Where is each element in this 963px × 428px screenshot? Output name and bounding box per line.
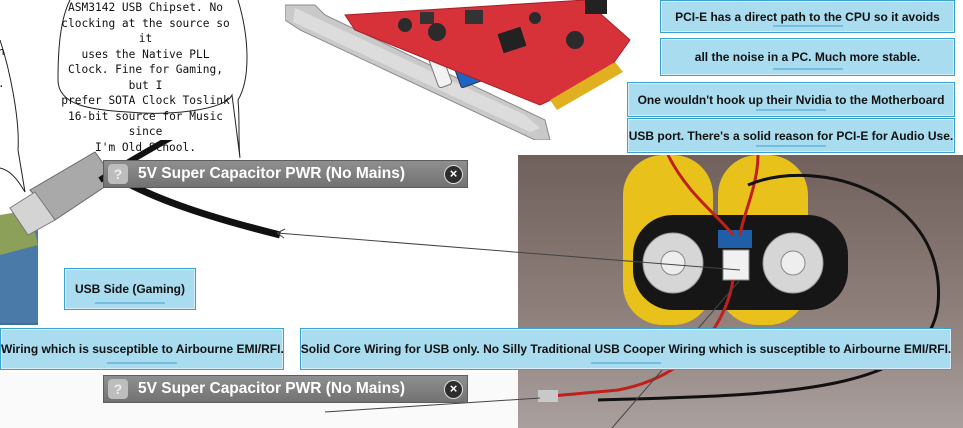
tooltip-supercap-bottom: ? 5V Super Capacitor PWR (No Mains) × bbox=[103, 375, 468, 403]
note-pcie-direct-path: PCI-E has a direct path to the CPU so it… bbox=[660, 0, 955, 33]
speech-bubble-outline bbox=[0, 0, 248, 193]
note-solid-core-wiring: Solid Core Wiring for USB only. No Silly… bbox=[300, 328, 952, 370]
bubble-left-text: n . bbox=[0, 45, 5, 90]
tooltip-label: 5V Super Capacitor PWR (No Mains) bbox=[138, 380, 405, 397]
close-icon[interactable]: × bbox=[444, 165, 463, 184]
note-noise: all the noise in a PC. Much more stable. bbox=[660, 38, 955, 76]
help-icon: ? bbox=[108, 379, 128, 399]
supercap-board-photo bbox=[518, 155, 963, 428]
note-usb-port: USB port. There's a solid reason for PCI… bbox=[627, 118, 955, 153]
tooltip-label: 5V Super Capacitor PWR (No Mains) bbox=[138, 165, 405, 182]
pcie-card-photo bbox=[285, 0, 660, 140]
help-icon: ? bbox=[108, 164, 128, 184]
note-usb-side: USB Side (Gaming) bbox=[64, 268, 196, 310]
close-icon[interactable]: × bbox=[444, 380, 463, 399]
bubble-chipset-text: ASM3142 USB Chipset. No clocking at the … bbox=[61, 1, 230, 154]
note-nvidia: One wouldn't hook up their Nvidia to the… bbox=[627, 82, 955, 117]
tooltip-supercap-top: ? 5V Super Capacitor PWR (No Mains) × bbox=[103, 160, 468, 188]
note-wiring-left: Wiring which is susceptible to Airbourne… bbox=[0, 328, 284, 370]
